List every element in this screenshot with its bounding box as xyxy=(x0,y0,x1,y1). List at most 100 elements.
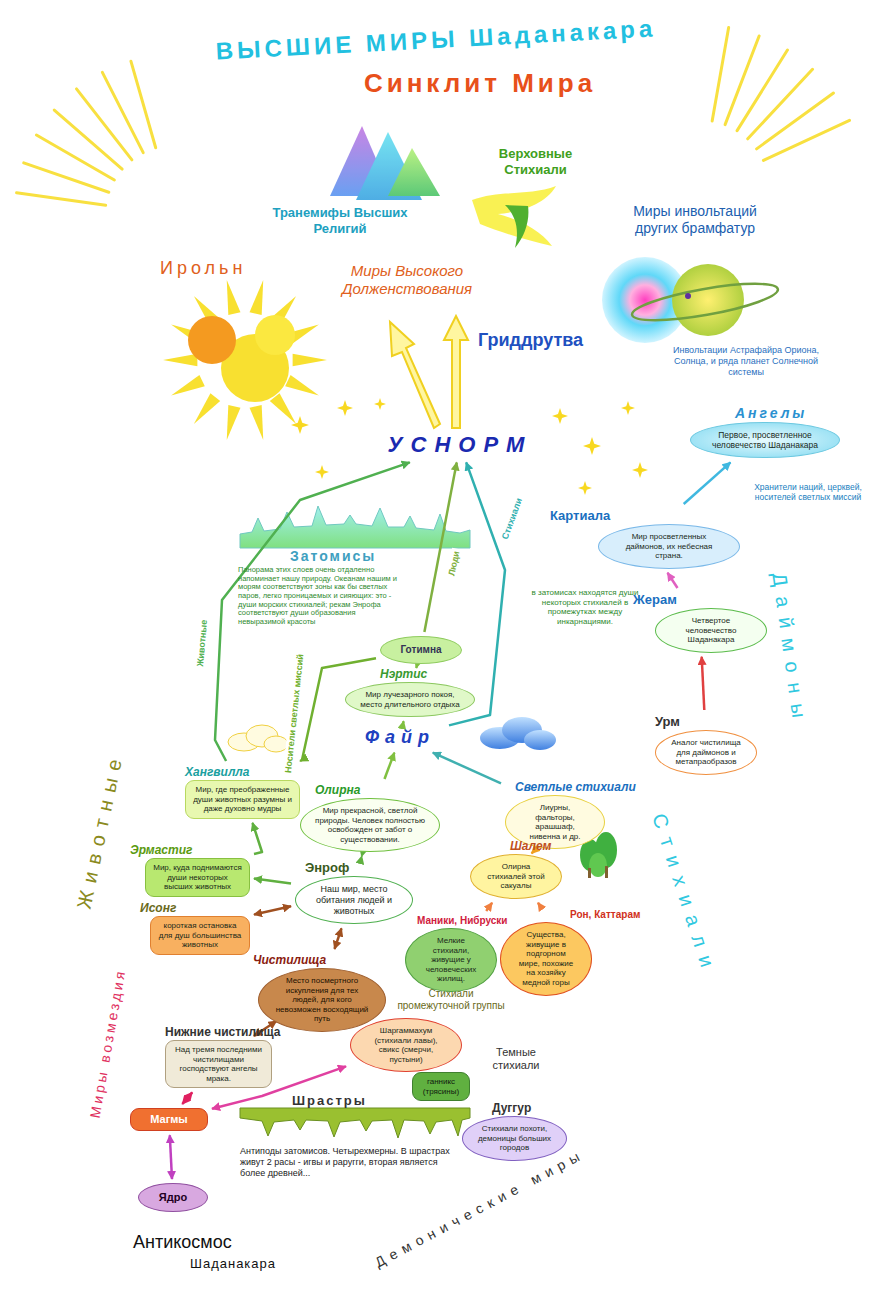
node-lower-purgatories: Нижние чистилищаНад тремя последними чис… xyxy=(165,1022,272,1088)
node-text: Аналог чистилища для даймонов и метапрао… xyxy=(670,738,742,767)
node-text: Лиурны, фальторы, арашшаф, нивенна и др. xyxy=(520,803,590,841)
node-heading: Олирна xyxy=(315,783,360,797)
node-text: Шаргаммахум (стихиали лавы), свикс (смер… xyxy=(365,1026,447,1064)
node-ron: Рон, КаттарамСущества, живущие в подгорн… xyxy=(500,904,592,996)
ray xyxy=(763,120,849,160)
node-text: Первое, просветленное человечество Шадан… xyxy=(705,430,825,450)
free-label-box: Гриддрутва xyxy=(478,330,608,352)
star xyxy=(578,481,592,495)
edge-label-box: Животные xyxy=(188,602,213,683)
node-purgatories: ЧистилищаМесто посмертного искупления дл… xyxy=(258,950,386,1032)
node-shalem: ШалемОлирна стихиалей этой сакуалы xyxy=(470,836,562,899)
free-label: Транемифы Высших Религий xyxy=(252,205,428,236)
edge-label: Стихиали xyxy=(499,495,525,543)
star xyxy=(337,400,353,416)
free-label-box: Антикосмос xyxy=(133,1232,293,1254)
sun-spike xyxy=(227,280,241,315)
node-text: Место посмертного искупления для тех люд… xyxy=(273,976,371,1024)
oval-shape: Мелкие стихиали, живущие у человеческих … xyxy=(405,928,497,992)
node-olirna: ОлирнаМир прекрасной, светлой природы. Ч… xyxy=(300,780,440,852)
sun-spike xyxy=(285,375,319,396)
star xyxy=(632,462,648,478)
node-text: Олирна стихиалей этой сакуалы xyxy=(485,862,547,891)
connector xyxy=(215,462,410,761)
node-kartiala: КартиалаМир просветленных даймонов, их н… xyxy=(598,506,740,569)
connector xyxy=(684,462,731,504)
node-text: короткая остановка для душ большинства ж… xyxy=(157,921,243,950)
free-label-box: Стихиали xyxy=(638,782,732,1008)
oval-shape: Шаргаммахум (стихиали лавы), свикс (смер… xyxy=(350,1018,462,1072)
node-text: Стихиали похоти, демоницы больших городо… xyxy=(477,1124,552,1153)
star xyxy=(315,465,329,479)
edge-label-box: Стихиали xyxy=(491,487,528,550)
node-text: Мир прекрасной, светлой природы. Человек… xyxy=(315,806,425,844)
oval-shape: Стихиали похоти, демоницы больших городо… xyxy=(462,1116,567,1161)
node-heading: Нижние чистилища xyxy=(165,1025,280,1039)
free-label-box: Транемифы Высших Религий xyxy=(252,205,428,236)
free-label: Ирольн xyxy=(160,258,260,280)
node-text: ганникс (трясины) xyxy=(419,1077,463,1096)
free-label-box: Антиподы затомисов. Четырехмерны. В шрас… xyxy=(240,1146,465,1178)
free-label-box: Миры инвольтаций других брамфатур xyxy=(622,203,768,237)
sun-spike xyxy=(293,354,327,366)
free-label-box: Синклит Мира xyxy=(330,68,630,99)
node-title: УСНОРМ xyxy=(350,432,570,458)
oval-shape: Олирна стихиалей этой сакуалы xyxy=(470,854,562,899)
oval-shape: Мир прекрасной, светлой природы. Человек… xyxy=(300,798,440,852)
free-label: Миры возмездия xyxy=(85,958,131,1128)
node-enrof: ЭнрофНаш мир, место обитания людей и жив… xyxy=(295,858,413,924)
free-label-box: Темные стихиали xyxy=(478,1046,554,1072)
oval-shape: Первое, просветленное человечество Шадан… xyxy=(690,422,840,458)
free-label: Даймоны xyxy=(764,549,816,750)
ray xyxy=(76,89,131,160)
node-maniki: Маники, НибрускиМелкие стихиали, живущие… xyxy=(405,910,497,992)
sun-discs xyxy=(188,315,295,402)
sun-spike xyxy=(171,375,205,396)
free-label: Темные стихиали xyxy=(478,1046,554,1072)
free-label-box: Верховные Стихиали xyxy=(478,146,593,177)
star xyxy=(374,398,386,410)
node-title: Файр xyxy=(355,727,445,749)
node-heading: Жерам xyxy=(633,592,677,608)
oval-shape: Четвертое человечество Шаданакара xyxy=(655,608,767,653)
free-label-box: Шрастры xyxy=(292,1093,382,1109)
edge-label: Животные xyxy=(195,617,209,669)
node-text: Над тремя последними чистилищами господс… xyxy=(172,1045,265,1083)
free-label: Инвольтации Астрафайра Ориона, Солнца, и… xyxy=(656,345,836,377)
connector xyxy=(402,721,405,723)
connector xyxy=(360,855,363,858)
node-text: Мелкие стихиали, живущие у человеческих … xyxy=(420,936,482,984)
religion-peaks xyxy=(330,126,440,200)
node-text: Готимна xyxy=(395,644,447,656)
stichial-figure xyxy=(472,186,556,248)
node-text: Мир, куда поднимаются души некоторых выс… xyxy=(152,863,243,892)
node-heading: Хангвилла xyxy=(185,765,250,779)
free-label: Синклит Мира xyxy=(330,68,630,99)
ray xyxy=(54,110,122,169)
star xyxy=(621,401,635,415)
free-label-box: Затомисы xyxy=(290,548,410,565)
sun-spike xyxy=(250,280,264,315)
ray xyxy=(36,135,114,180)
node-core: Ядро xyxy=(138,1183,208,1212)
node-usnorm: УСНОРМ xyxy=(350,432,570,458)
irolhn-sun xyxy=(163,280,327,440)
rounded-box: Мир, куда поднимаются души некоторых выс… xyxy=(145,858,250,897)
sun-spike xyxy=(194,393,220,424)
stars xyxy=(291,398,648,495)
rounded-box: ганникс (трясины) xyxy=(412,1072,470,1101)
sun-spike xyxy=(270,393,296,424)
node-heading: Рон, Каттарам xyxy=(570,909,640,921)
free-label: Стихиали xyxy=(638,782,732,1008)
ray xyxy=(712,28,728,122)
free-label: Гриддрутва xyxy=(478,330,608,352)
node-isong: Исонгкороткая остановка для душ большинс… xyxy=(150,898,250,955)
free-label: Затомисы xyxy=(290,548,410,565)
oval-shape: Готимна xyxy=(380,636,462,664)
rounded-box: короткая остановка для душ большинства ж… xyxy=(150,916,250,955)
sun-spike xyxy=(250,405,264,440)
node-magmas: Магмы xyxy=(130,1108,208,1131)
oval-shape: Мир просветленных даймонов, их небесная … xyxy=(598,524,740,569)
edge-label: Носители светлых миссий xyxy=(283,652,306,776)
